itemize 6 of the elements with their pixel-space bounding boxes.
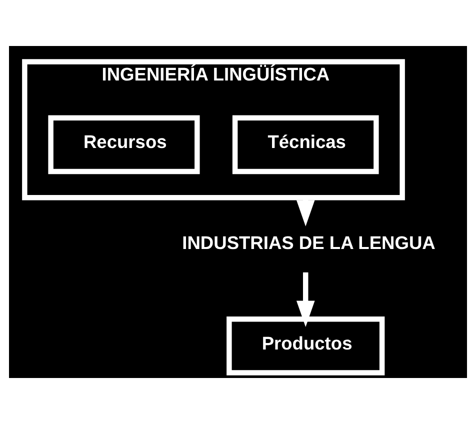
node-text: INDUSTRIAS DE LA LENGUA (182, 231, 435, 252)
arrow (296, 200, 314, 226)
arrow (296, 272, 314, 326)
node-box: Productos (226, 316, 384, 375)
node-box: Recursos (48, 114, 200, 174)
node-box: Técnicas (232, 114, 378, 174)
